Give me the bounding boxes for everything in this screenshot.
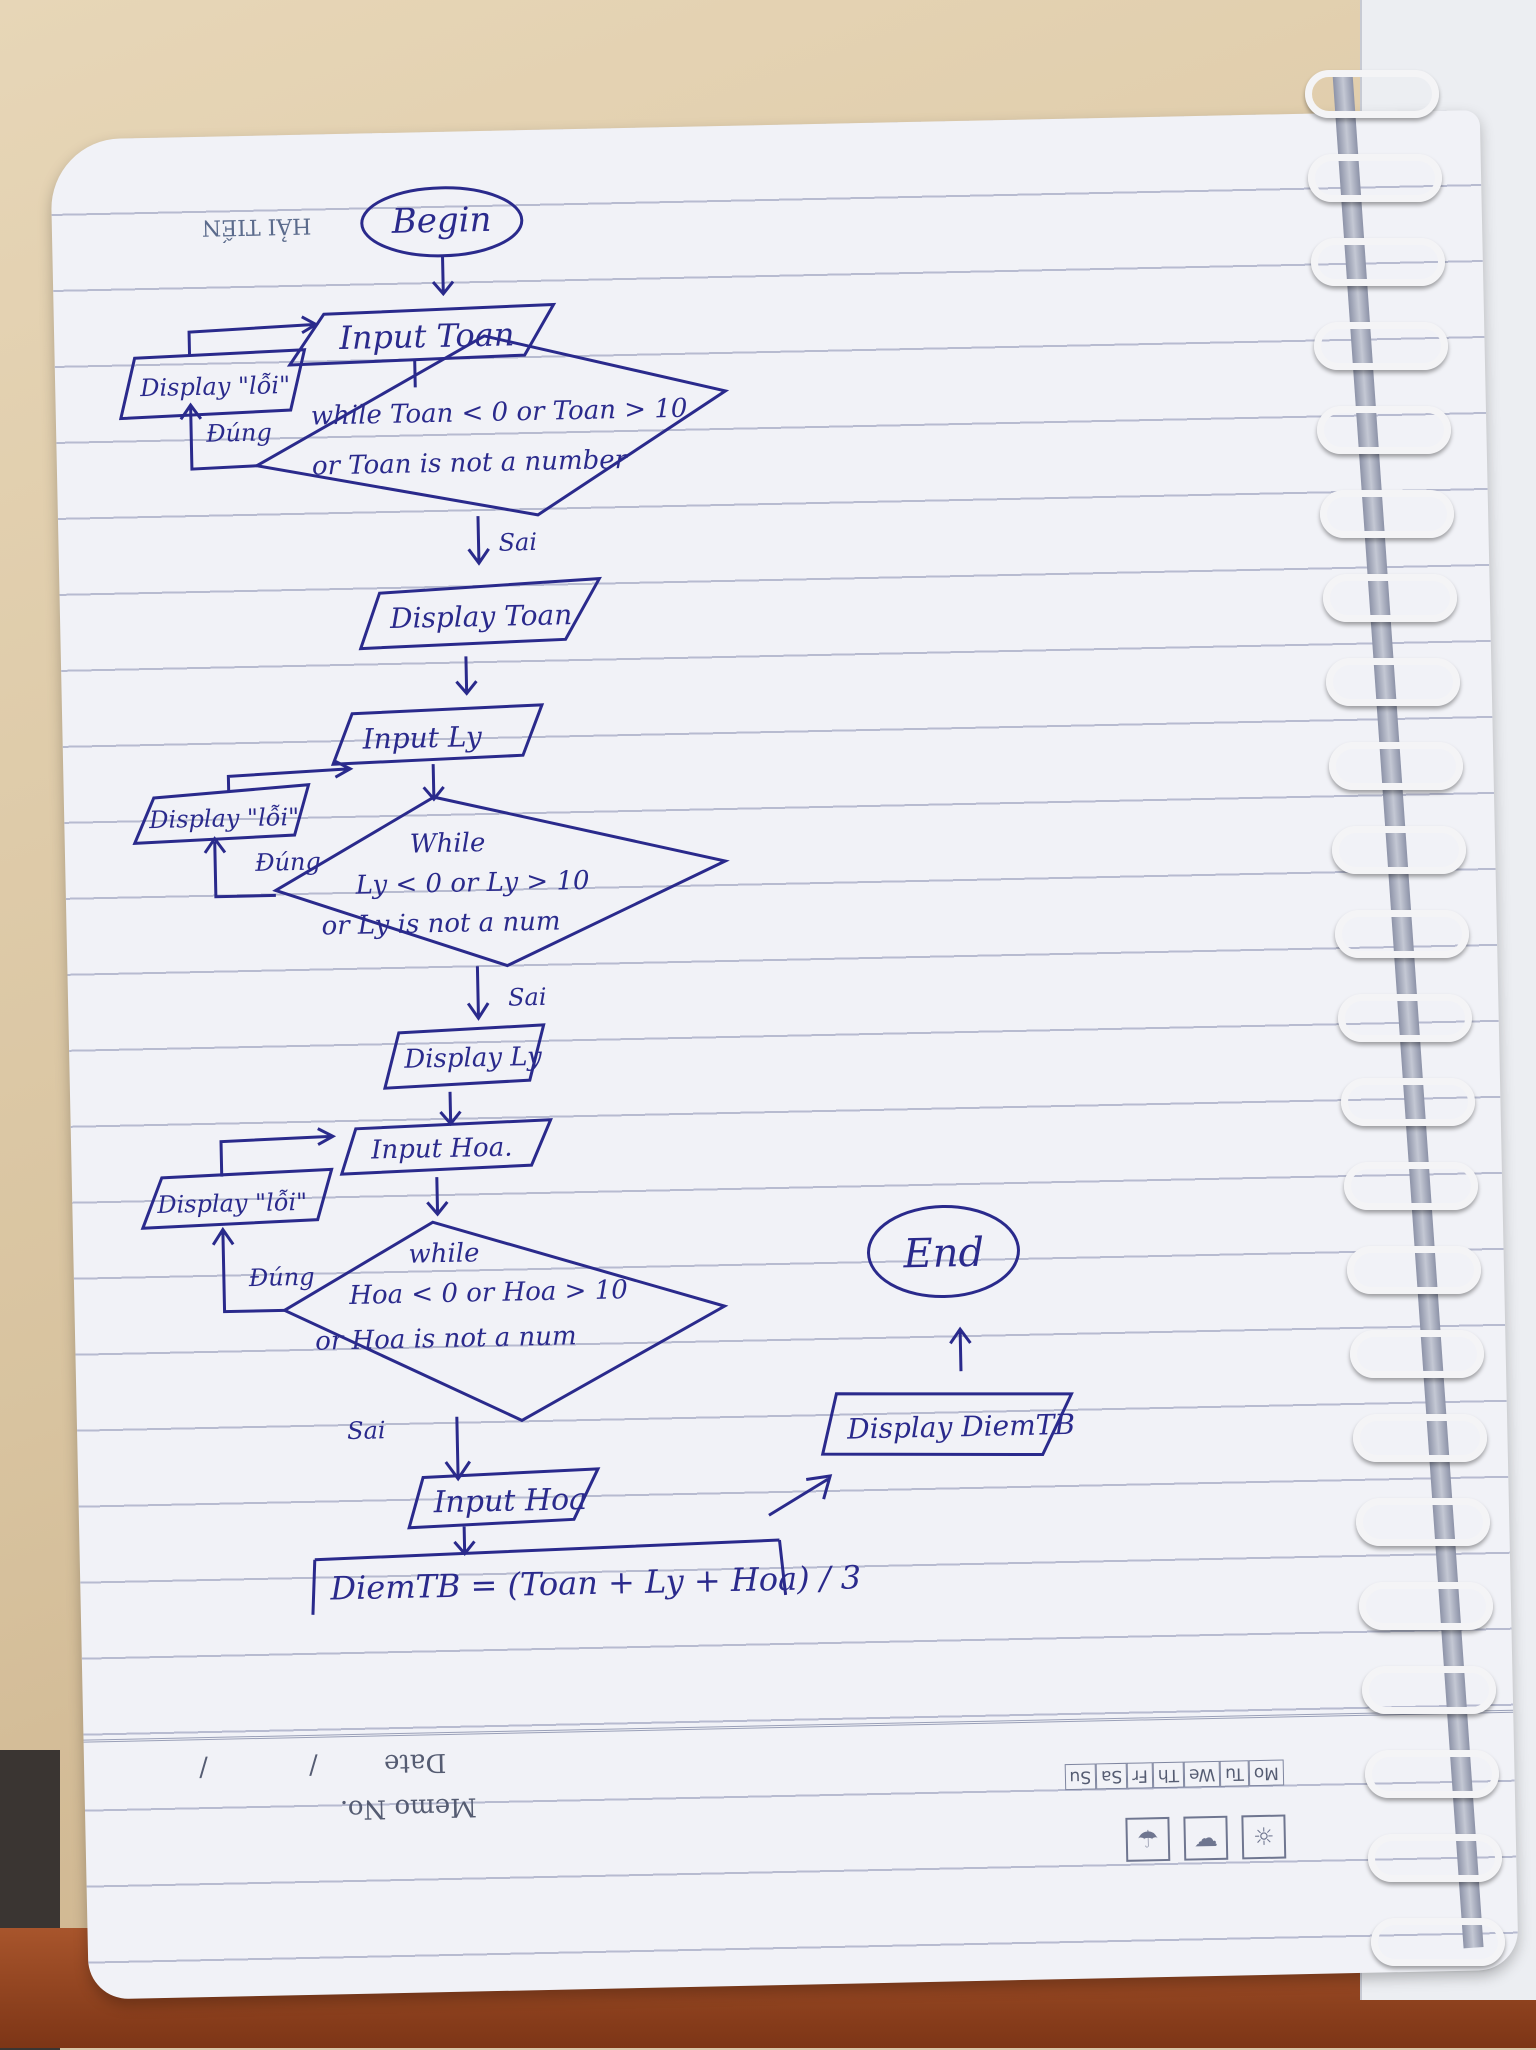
hoa-input-text: Input Hoa.: [370, 1133, 513, 1166]
toan-error-shape: [118, 348, 307, 421]
spiral-ring: [1347, 1246, 1481, 1294]
arrow: [453, 1526, 476, 1556]
spiral-ring: [1371, 1918, 1505, 1966]
hoa-cond-3: or Hoa is not a num: [315, 1321, 577, 1356]
calc-box: [311, 1538, 788, 1615]
calc-text: DiemTB = (Toan + Ly + Hoa) / 3: [329, 1558, 861, 1607]
loop-arrow: [219, 1127, 337, 1177]
yes-arrow: [211, 1226, 285, 1314]
toan-cond-2: or Toan is not a number: [312, 445, 629, 482]
ly-input-shape: [330, 703, 545, 766]
display-result-shape: [820, 1392, 1074, 1456]
ly-yes-label: Đúng: [254, 847, 321, 876]
arrow: [426, 1177, 449, 1217]
toan-no-label: Sai: [498, 528, 537, 557]
ly-cond-1: While: [410, 828, 486, 860]
hoa-yes-label: Đúng: [248, 1263, 315, 1292]
yes-arrow: [179, 402, 257, 471]
arrow: [466, 966, 490, 1021]
arrow: [422, 764, 445, 802]
toan-decision: [252, 334, 730, 517]
arrow: [768, 1474, 833, 1517]
display-ly-shape: [382, 1023, 546, 1090]
spiral-ring: [1326, 658, 1460, 706]
spiral-ring: [1353, 1414, 1487, 1462]
ly-input-text: Input Ly: [361, 720, 483, 756]
spiral-ring: [1314, 322, 1448, 370]
spiral-ring: [1368, 1834, 1502, 1882]
spiral-ring: [1305, 70, 1439, 118]
ly-no-label: Sai: [508, 983, 547, 1012]
notebook-page: HẢI TIẾN Memo No. Date / / Mo Tu We Th F…: [50, 110, 1519, 2000]
spiral-ring: [1308, 154, 1442, 202]
display-result-text: Display DiemTB: [846, 1408, 1075, 1446]
hoa-input-shape: [339, 1118, 553, 1176]
spiral-ring: [1362, 1666, 1496, 1714]
spiral-ring: [1359, 1582, 1493, 1630]
spiral-ring: [1329, 742, 1463, 790]
toan-error-text: Display "lỗi": [139, 371, 290, 402]
spiral-ring: [1311, 238, 1445, 286]
arrow: [444, 1416, 472, 1482]
toan-cond-1: while Toan < 0 or Toan > 10: [311, 394, 688, 432]
spiral-ring: [1341, 1078, 1475, 1126]
spiral-ring: [1323, 574, 1457, 622]
hoa-cond-1: while: [408, 1238, 480, 1269]
spiral-ring: [1344, 1162, 1478, 1210]
hoa-error-text: Display "lỗi": [156, 1188, 307, 1219]
ly-cond-2: Ly < 0 or Ly > 10: [354, 866, 589, 901]
arrow: [431, 255, 455, 297]
arrow: [949, 1326, 972, 1372]
hoa-error-shape: [140, 1167, 334, 1230]
toan-input-text: Input Toan: [338, 315, 515, 357]
begin-text: Begin: [390, 200, 491, 242]
spiral-ring: [1320, 490, 1454, 538]
spiral-ring: [1317, 406, 1451, 454]
arrow: [439, 1091, 462, 1127]
hoa-decision: [281, 1220, 729, 1423]
display-ly-text: Display Ly: [403, 1042, 542, 1075]
spiral-ring: [1332, 826, 1466, 874]
flowchart: Begin Input Toan while Toan < 0 or Toan …: [118, 186, 1075, 1615]
yes-arrow: [203, 836, 276, 899]
spiral-ring: [1335, 910, 1469, 958]
hoa-no-label: Sai: [347, 1416, 386, 1445]
end-terminal: [866, 1205, 1020, 1299]
end-text: End: [902, 1230, 985, 1278]
display-toan-text: Display Toan: [389, 598, 573, 635]
toan-input-shape: [286, 302, 557, 367]
spiral-ring: [1338, 994, 1472, 1042]
ly-cond-3: or Ly is not a num: [321, 906, 561, 941]
ly-decision: [272, 795, 730, 968]
ly-error-text: Display "lỗi": [148, 803, 299, 834]
hoa-input2-text: Input Hoa: [432, 1482, 587, 1520]
arrow: [455, 656, 478, 696]
ly-error-shape: [132, 783, 311, 846]
spiral-ring: [1356, 1498, 1490, 1546]
toan-yes-label: Đúng: [205, 418, 272, 447]
loop-arrow: [226, 759, 354, 792]
display-toan-shape: [358, 576, 602, 651]
spiral-ring: [1365, 1750, 1499, 1798]
hoa-input2-shape: [407, 1467, 601, 1530]
spiral-ring: [1350, 1330, 1484, 1378]
hoa-cond-2: Hoa < 0 or Hoa > 10: [348, 1275, 628, 1311]
arrow: [467, 516, 490, 566]
loop-arrow: [187, 315, 319, 356]
